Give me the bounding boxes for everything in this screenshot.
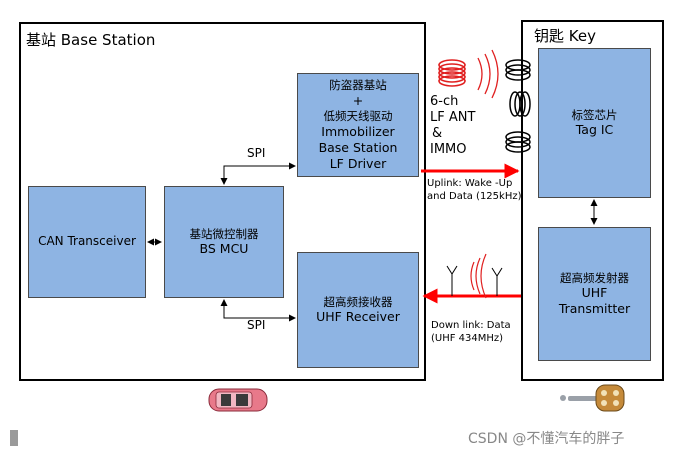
uhf-receiver-cn-label: 超高频接收器 [323,294,393,309]
immobilizer-plus: + [352,93,364,108]
antenna-label-line1: 6-ch [430,94,459,109]
watermark: CSDN @不懂汽车的胖子 [468,431,625,447]
spi-top-label: SPI [247,146,266,160]
bs-mcu-block: 基站微控制器 BS MCU [164,186,284,298]
spi-top-connector [220,162,296,185]
uhf-transmitter-label-2: Transmitter [558,301,631,317]
uhf-transmitter-block: 超高频发射器 UHF Transmitter [538,227,651,361]
spi-bottom-connector [220,299,296,322]
immobilizer-label-3: LF Driver [329,155,387,171]
uhf-transmitter-cn-label: 超高频发射器 [559,270,629,285]
immobilizer-cn-label-2: 低频天线驱动 [323,109,393,123]
spi-bottom-label: SPI [247,318,266,332]
downlink-label-line2: (UHF 434MHz) [431,333,504,344]
tag-ic-label: Tag IC [575,122,614,138]
base-station-title: 基站 Base Station [26,31,156,49]
uplink-label-line2: and Data (125kHz) [427,191,522,202]
uplink-label-line1: Uplink: Wake -Up [427,178,513,189]
immobilizer-block: 防盗器基站 + 低频天线驱动 Immobilizer Base Station … [297,73,419,177]
antenna-label-line3: & [432,126,443,141]
downlink-label-line1: Down link: Data [431,320,511,331]
key-fob-icon [560,384,625,412]
corner-marker [10,430,18,446]
immobilizer-label: Immobilizer [321,123,395,139]
key-title: 钥匙 Key [534,27,596,45]
tag-ic-cn-label: 标签芯片 [571,107,618,122]
uhf-transmitter-label: UHF [581,285,608,301]
bs-mcu-cn-label: 基站微控制器 [189,226,259,241]
bs-mcu-label: BS MCU [199,241,249,257]
uhf-receiver-block: 超高频接收器 UHF Receiver [297,252,419,368]
car-icon [208,388,268,412]
immobilizer-label-2: Base Station [318,139,398,155]
can-transceiver-block: CAN Transceiver [28,186,146,298]
can-transceiver-label: CAN Transceiver [38,234,136,249]
uplink-label: Uplink: Wake -Up and Data (125kHz) [427,177,522,203]
lf-wave-icon [477,49,499,99]
key-coil-icon [505,59,531,153]
antenna-label: 6-ch LF ANT & IMMO [430,94,475,158]
uhf-antenna-icon [446,265,503,296]
immobilizer-cn-label: 防盗器基站 [329,78,387,93]
tag-ic-block: 标签芯片 Tag IC [538,48,651,198]
uhf-wave-icon [470,253,487,299]
uhf-receiver-label: UHF Receiver [316,309,400,325]
antenna-label-line4: IMMO [430,142,467,157]
antenna-label-line2: LF ANT [430,110,476,125]
lf-coil-icon [438,59,466,87]
downlink-label: Down link: Data (UHF 434MHz) [431,319,511,345]
